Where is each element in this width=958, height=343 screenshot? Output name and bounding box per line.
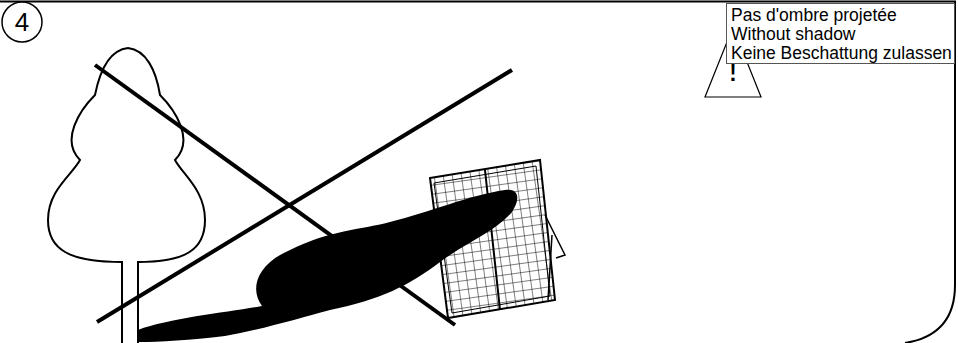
cross-line xyxy=(97,70,512,322)
shadow xyxy=(138,190,517,342)
cross-line xyxy=(95,65,455,325)
note-text: Pas d'ombre projetée xyxy=(731,6,950,25)
note-text: Without shadow xyxy=(731,25,950,44)
tree xyxy=(48,48,205,343)
note-box: Pas d'ombre projetéeWithout shadowKeine … xyxy=(726,3,955,64)
symbol-text: 4 xyxy=(15,8,29,37)
note-text: Keine Beschattung zulassen xyxy=(731,44,950,63)
callout-circle: 4 xyxy=(1,1,43,43)
